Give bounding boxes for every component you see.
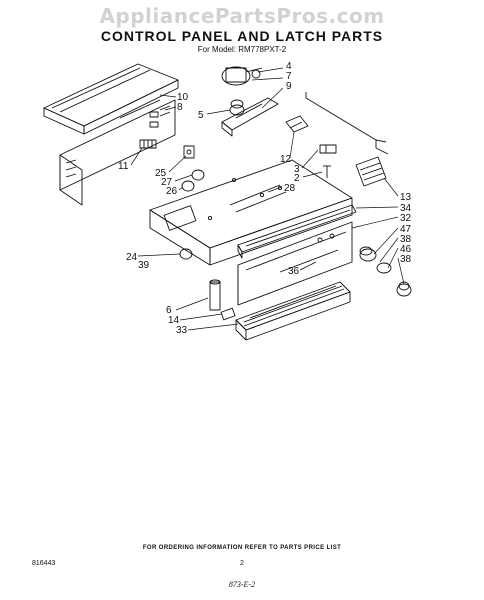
latch-rod	[305, 92, 389, 155]
latch-post	[209, 279, 221, 311]
callout-28: 28	[284, 183, 296, 194]
model-number: For Model: RM778PXT-2	[197, 45, 287, 54]
callout-38a: 38	[400, 234, 412, 245]
clip-11	[139, 139, 157, 149]
callout-11: 11	[118, 161, 129, 172]
latch-lever	[221, 97, 279, 137]
callout-6: 6	[166, 305, 172, 316]
trim-bar	[237, 204, 357, 259]
callout-36: 36	[288, 266, 300, 277]
callout-39: 39	[138, 260, 150, 271]
callout-7: 7	[286, 71, 292, 82]
callout-46: 46	[400, 244, 412, 255]
knob-47	[359, 246, 377, 262]
callout-12: 12	[280, 154, 292, 165]
side-bracket	[59, 99, 176, 206]
leader-lines	[130, 67, 405, 331]
callout-labels: 4 7 9 10 8 5 11 25 27 26 12 3 2 28 13 34…	[118, 61, 412, 336]
document-number: 816443	[32, 560, 56, 567]
watermark: AppliancePartsPros.com	[99, 4, 385, 28]
knob-46	[376, 262, 392, 274]
top-cover-panel	[43, 63, 179, 135]
vent-grille	[235, 281, 351, 341]
callout-5: 5	[198, 110, 204, 121]
clip-26	[181, 180, 195, 192]
callout-33: 33	[176, 325, 188, 336]
page-number: 2	[240, 560, 244, 567]
ordering-note: FOR ORDERING INFORMATION REFER TO PARTS …	[142, 545, 342, 551]
latch-bracket	[285, 115, 337, 154]
callout-13: 13	[400, 192, 412, 203]
callout-47: 47	[400, 224, 412, 235]
callout-26: 26	[166, 186, 178, 197]
bezel-36	[279, 249, 339, 273]
callout-9: 9	[286, 81, 292, 92]
document-code: 873-E-2	[228, 580, 256, 589]
screw-2	[323, 165, 331, 178]
callout-10: 10	[177, 92, 189, 103]
callout-38b: 38	[400, 254, 412, 265]
timer-motor	[221, 66, 263, 86]
callout-2: 2	[294, 173, 300, 184]
callout-8: 8	[177, 102, 183, 113]
callout-27: 27	[161, 177, 173, 188]
callout-14: 14	[168, 315, 180, 326]
page-title: CONTROL PANEL AND LATCH PARTS	[100, 28, 384, 44]
callout-4: 4	[286, 61, 292, 72]
callout-34: 34	[400, 203, 412, 214]
clip-27	[191, 169, 205, 181]
knob-38	[396, 281, 412, 297]
callout-25: 25	[155, 168, 167, 179]
switch-13	[355, 156, 387, 187]
clip-25	[183, 145, 195, 159]
callout-3: 3	[294, 164, 300, 175]
callout-24: 24	[126, 252, 138, 263]
spacer-14	[220, 307, 236, 321]
callout-32: 32	[400, 213, 412, 224]
control-panel-front	[237, 221, 353, 306]
knob-5	[229, 99, 245, 116]
